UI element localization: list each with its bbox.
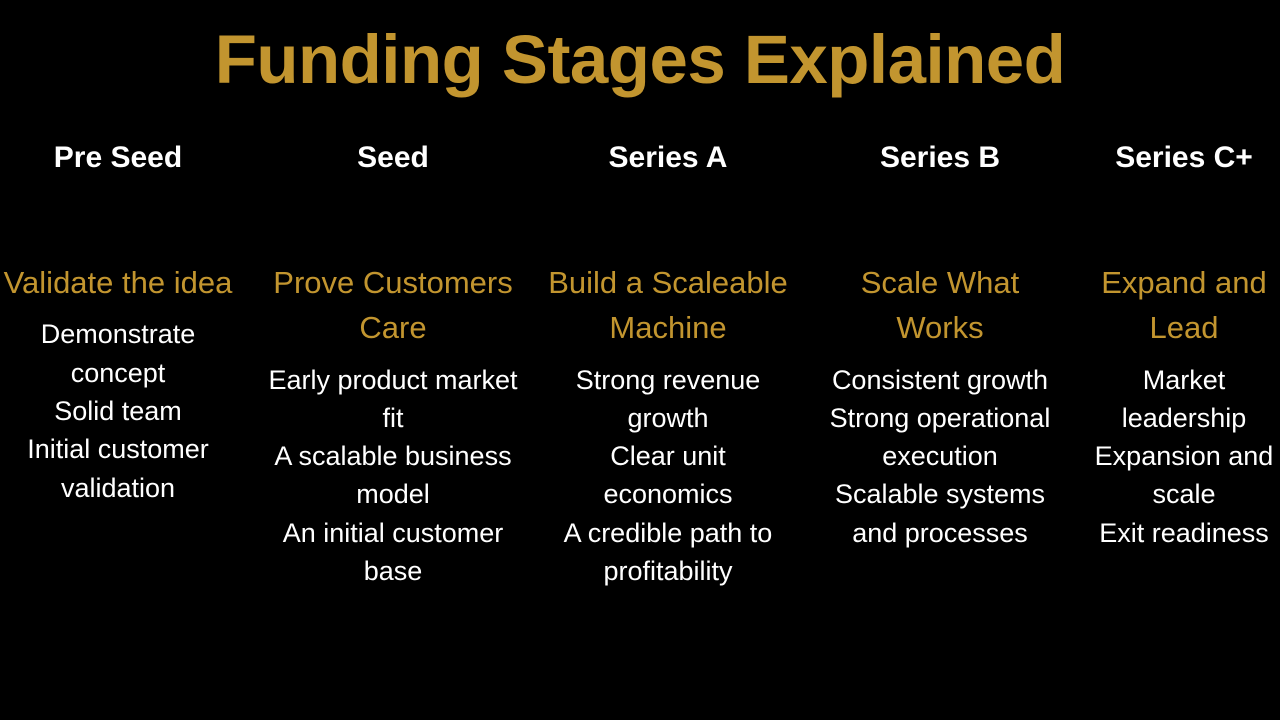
- stage-header-pre-seed: Pre Seed: [53, 141, 183, 174]
- list-item: Clear unit economics: [603, 441, 733, 510]
- stage-subtitle-seed: Prove Customers Care: [273, 265, 513, 346]
- list-item: Demonstrate concept: [40, 319, 196, 388]
- stage-column-series-c-plus: Series C+ Expand and Lead Market leaders…: [1084, 140, 1280, 552]
- stage-subtitle-series-b: Scale What Works: [860, 265, 1020, 346]
- stage-subtitle-series-a: Build a Scaleable Machine: [548, 265, 788, 346]
- stage-points-series-a: Strong revenue growth Clear unit economi…: [542, 361, 794, 591]
- stage-header-series-c-plus: Series C+: [1115, 141, 1253, 174]
- list-item: An initial customer base: [282, 517, 504, 587]
- stage-header-seed: Seed: [357, 141, 429, 174]
- stage-points-seed: Early product market fit A scalable busi…: [262, 361, 524, 591]
- stage-columns: Pre Seed Validate the idea Demonstrate c…: [0, 140, 1280, 590]
- list-item: Market leadership: [1121, 364, 1247, 433]
- list-item: Expansion and scale: [1094, 441, 1274, 510]
- stage-column-series-b: Series B Scale What Works Consistent gro…: [816, 140, 1064, 552]
- stage-header-series-a: Series A: [608, 141, 728, 174]
- list-item: Strong revenue growth: [575, 364, 761, 433]
- stage-points-series-b: Consistent growth Strong operational exe…: [816, 361, 1064, 553]
- list-item: A credible path to profitability: [563, 517, 773, 587]
- list-item: Scalable systems and processes: [834, 479, 1046, 548]
- list-item: A scalable business model: [274, 441, 512, 510]
- list-item: Consistent growth: [831, 364, 1049, 395]
- stage-points-pre-seed: Demonstrate concept Solid team Initial c…: [0, 315, 236, 507]
- list-item: Initial customer validation: [27, 434, 209, 503]
- stage-subtitle-series-c-plus: Expand and Lead: [1101, 265, 1267, 346]
- stage-column-series-a: Series A Build a Scaleable Machine Stron…: [542, 140, 794, 590]
- list-item: Solid team: [54, 395, 182, 426]
- list-item: Strong operational execution: [829, 402, 1051, 472]
- list-item: Early product market fit: [268, 364, 518, 433]
- page-title: Funding Stages Explained: [214, 21, 1066, 98]
- stage-points-series-c-plus: Market leadership Expansion and scale Ex…: [1084, 361, 1280, 553]
- stage-header-series-b: Series B: [879, 141, 1001, 174]
- stage-column-seed: Seed Prove Customers Care Early product …: [262, 140, 524, 590]
- stage-column-pre-seed: Pre Seed Validate the idea Demonstrate c…: [0, 140, 236, 507]
- list-item: Exit readiness: [1099, 517, 1269, 548]
- stage-subtitle-pre-seed: Validate the idea: [3, 265, 233, 300]
